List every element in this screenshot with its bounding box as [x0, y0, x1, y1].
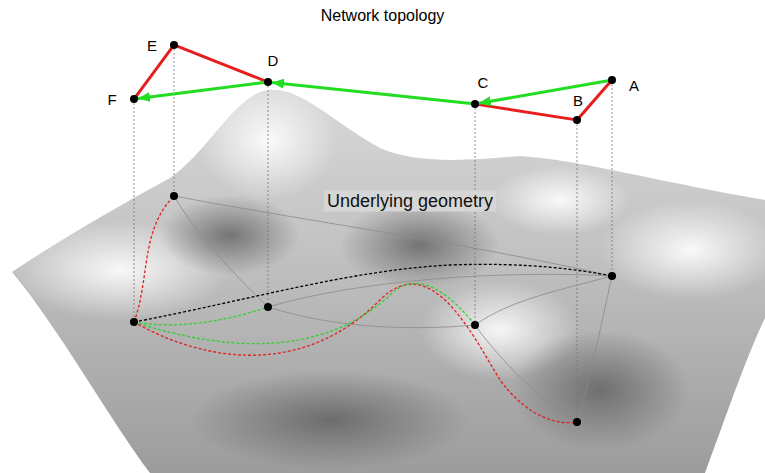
route-arrow	[272, 82, 471, 103]
node-letter: A	[629, 77, 639, 94]
node-letter: C	[478, 74, 489, 91]
topology-link	[178, 46, 265, 80]
node-letter: B	[573, 92, 583, 109]
network-node: D	[264, 78, 272, 86]
path-curves	[134, 196, 612, 423]
network-node: F	[130, 95, 138, 103]
node-letter: D	[268, 52, 279, 69]
projection-lines	[134, 49, 612, 418]
topology-link	[136, 48, 171, 96]
network-node: A	[608, 76, 616, 84]
topology-link	[479, 105, 573, 120]
node-letter: E	[147, 37, 157, 54]
diagram-title: Network topology	[0, 7, 765, 25]
surface-label: Underlying geometry	[324, 191, 496, 212]
node-letter: F	[107, 91, 116, 108]
geodesic-curves	[174, 196, 612, 422]
topology-link	[580, 83, 610, 117]
network-node: E	[170, 41, 178, 49]
surface-points	[130, 192, 616, 426]
route-arrow	[479, 81, 608, 104]
route-arrow	[138, 83, 264, 99]
network-node: C	[471, 100, 479, 108]
network-node: B	[573, 116, 581, 124]
